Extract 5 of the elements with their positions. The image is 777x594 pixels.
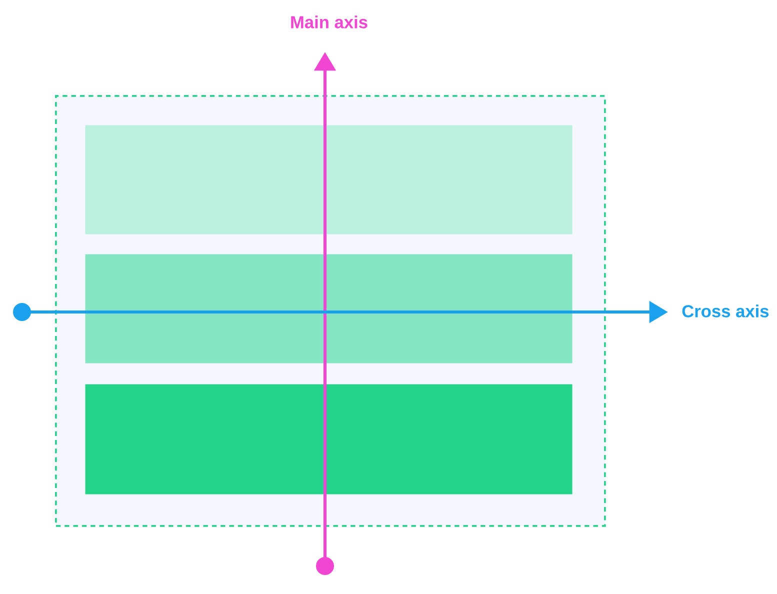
axis-label: Main axis [291,16,368,28]
bar [85,384,572,494]
axis-label: Cross axis [682,304,769,318]
bar [85,125,572,234]
bar [85,254,572,364]
